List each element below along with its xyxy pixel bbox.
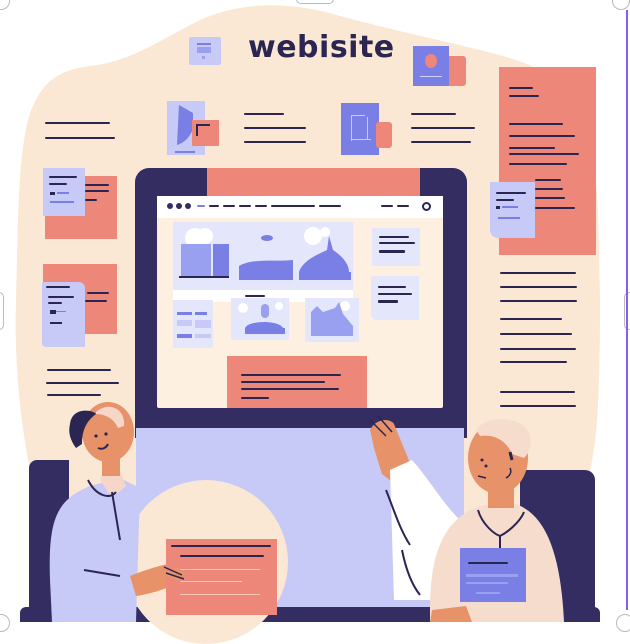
frame-card (192, 120, 219, 146)
illustration-title: webisite (248, 30, 395, 65)
hill-icon (311, 301, 353, 336)
nav-link[interactable] (239, 205, 251, 207)
text-line (500, 333, 572, 335)
landscape-icon (179, 227, 351, 280)
nav-link[interactable] (223, 205, 235, 207)
text-line (500, 300, 577, 302)
search-icon[interactable] (422, 202, 431, 211)
text-line (244, 141, 306, 143)
text-line (500, 391, 575, 393)
browser-window (157, 196, 443, 408)
monitor-top-banner (207, 168, 420, 198)
hero-image[interactable] (173, 222, 353, 290)
text-line (46, 382, 119, 384)
window-dot[interactable] (185, 203, 191, 209)
note-card-left-2 (42, 282, 85, 347)
text-line (45, 122, 110, 124)
nav-link[interactable] (271, 205, 315, 207)
text-line (500, 286, 577, 288)
nav-link[interactable] (197, 205, 205, 207)
statue-thumbnail[interactable] (231, 298, 289, 340)
text-line (45, 137, 115, 139)
cta-text-block[interactable] (227, 356, 367, 408)
nav-link[interactable] (319, 205, 341, 207)
text-line (411, 113, 456, 115)
text-line (47, 369, 111, 371)
nav-link[interactable] (381, 205, 393, 207)
text-line (500, 405, 576, 407)
text-line (500, 272, 576, 274)
profile-card-back (444, 56, 466, 86)
hill-thumbnail[interactable] (305, 298, 359, 342)
window-dot[interactable] (176, 203, 182, 209)
nav-link[interactable] (209, 205, 219, 207)
text-line (411, 127, 475, 129)
text-line (500, 361, 567, 363)
image-card-icon (189, 37, 221, 65)
text-line (244, 127, 306, 129)
id-badge (460, 548, 526, 602)
note-card-left-1 (43, 168, 85, 216)
coral-document-right (499, 67, 596, 255)
text-line (500, 348, 576, 350)
statue-icon (238, 302, 285, 334)
left-hand (160, 566, 186, 581)
profile-card (413, 46, 449, 86)
chart-card-tab (376, 122, 392, 148)
arrow-icon (50, 322, 62, 324)
chart-card (341, 103, 379, 155)
table-thumbnail[interactable] (173, 300, 213, 348)
selection-border-right (626, 10, 628, 610)
avatar-icon (425, 54, 437, 68)
browser-toolbar (157, 196, 443, 218)
text-line (411, 141, 471, 143)
text-line (47, 394, 101, 396)
nav-link[interactable] (397, 205, 409, 207)
note-card-right (490, 182, 535, 238)
shield-icon (175, 105, 195, 153)
window-dot[interactable] (167, 203, 173, 209)
held-document (166, 539, 277, 615)
sidebar-card[interactable] (372, 228, 420, 266)
text-line (244, 113, 284, 115)
nav-link[interactable] (255, 205, 267, 207)
text-line (500, 318, 562, 320)
sidebar-card[interactable] (371, 276, 419, 320)
